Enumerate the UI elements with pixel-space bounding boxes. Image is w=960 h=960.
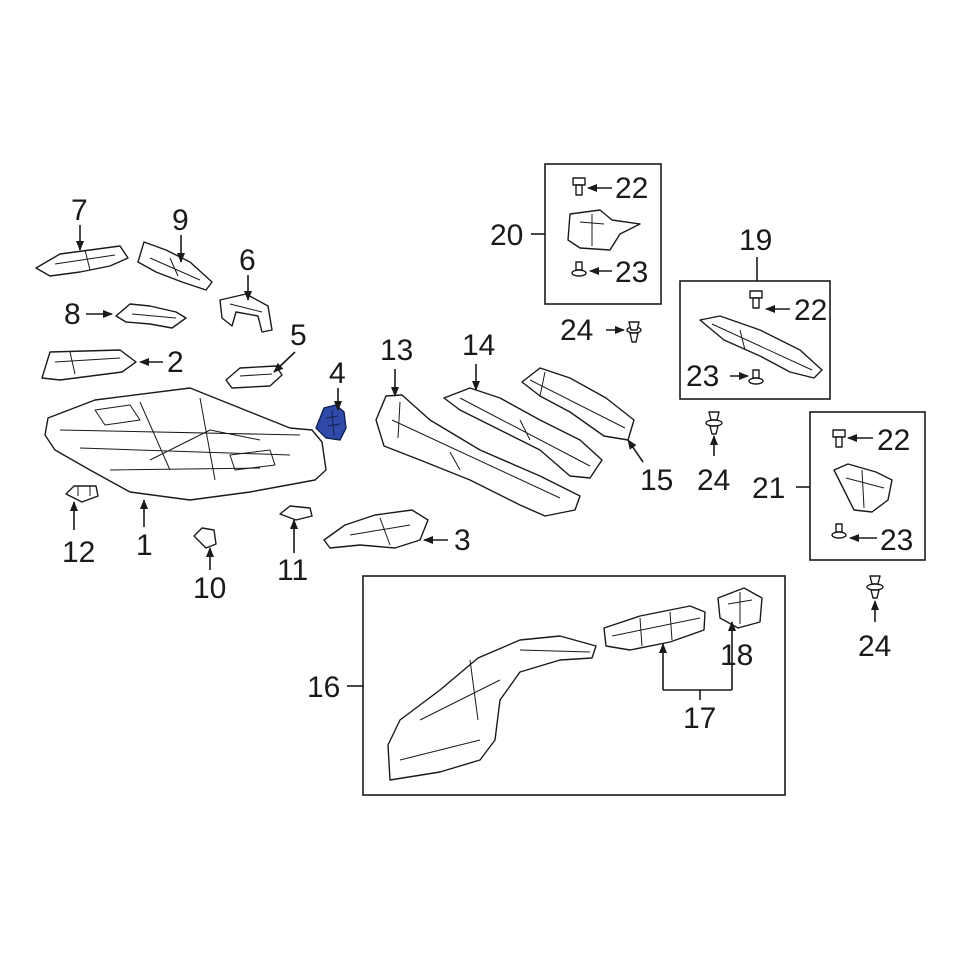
callout-9: 9 xyxy=(172,204,189,237)
bracket-part-20 xyxy=(567,209,641,251)
bracket-part-10 xyxy=(193,527,217,549)
callout-24-bottom: 24 xyxy=(858,630,891,663)
bolt-22-box21 xyxy=(832,429,846,448)
bolt-22-box19 xyxy=(749,290,763,309)
callout-1: 1 xyxy=(136,529,153,562)
callout-21: 21 xyxy=(752,472,785,505)
callout-23-box21: 23 xyxy=(880,524,913,557)
callout-16: 16 xyxy=(307,671,340,704)
bracket-part-21 xyxy=(833,463,893,513)
callout-15: 15 xyxy=(640,464,673,497)
side-member-part-17 xyxy=(603,605,706,651)
callout-17: 17 xyxy=(683,702,716,735)
callout-8: 8 xyxy=(64,298,81,331)
bolt-23-box21 xyxy=(831,523,847,539)
side-member-part-16 xyxy=(387,635,597,781)
clip-24-middle xyxy=(705,411,723,435)
callout-22-box19: 22 xyxy=(794,294,827,327)
bracket-part-6 xyxy=(219,293,273,333)
group-box-21 xyxy=(809,411,926,561)
bracket-part-19 xyxy=(699,315,823,379)
plate-part-5 xyxy=(225,365,283,389)
callout-7: 7 xyxy=(71,194,88,227)
bolt-23-box19 xyxy=(748,369,764,385)
group-box-19 xyxy=(679,280,831,400)
callout-22-box21: 22 xyxy=(877,424,910,457)
bracket-part-9 xyxy=(137,241,213,291)
callout-14: 14 xyxy=(462,329,495,362)
panel-part-7 xyxy=(35,245,129,277)
callout-24-middle: 24 xyxy=(697,464,730,497)
reinforcement-part-8 xyxy=(115,303,187,329)
bracket-part-12 xyxy=(65,485,99,503)
callout-6: 6 xyxy=(239,244,256,277)
floor-pan-part xyxy=(44,387,327,501)
bracket-part-18 xyxy=(717,587,763,629)
callout-12: 12 xyxy=(62,536,95,569)
crossmember-part-14 xyxy=(443,387,603,479)
callout-3: 3 xyxy=(454,524,471,557)
callout-13: 13 xyxy=(380,334,413,367)
floor-panel-part-2 xyxy=(41,349,137,381)
callout-20: 20 xyxy=(490,219,523,252)
clip-24-top xyxy=(626,321,642,343)
callout-2: 2 xyxy=(167,346,184,379)
callout-19: 19 xyxy=(739,224,772,257)
callout-5: 5 xyxy=(290,319,307,352)
bolt-23-box20 xyxy=(571,261,587,277)
crossmember-part-13 xyxy=(375,394,581,517)
callout-4: 4 xyxy=(329,357,346,390)
callout-18: 18 xyxy=(720,639,753,672)
callout-24-top: 24 xyxy=(560,314,593,347)
callout-22-box20: 22 xyxy=(615,172,648,205)
bracket-part-11 xyxy=(279,505,313,521)
callout-10: 10 xyxy=(193,572,226,605)
bracket-part-4-highlighted xyxy=(315,404,347,441)
bolt-22-box20 xyxy=(572,177,586,196)
callout-23-box20: 23 xyxy=(615,256,648,289)
floor-extension-part-3 xyxy=(323,509,429,549)
callout-11: 11 xyxy=(277,554,308,587)
clip-24-bottom xyxy=(866,575,884,599)
callout-23-box19: 23 xyxy=(686,360,719,393)
crossmember-part-15 xyxy=(521,367,635,441)
